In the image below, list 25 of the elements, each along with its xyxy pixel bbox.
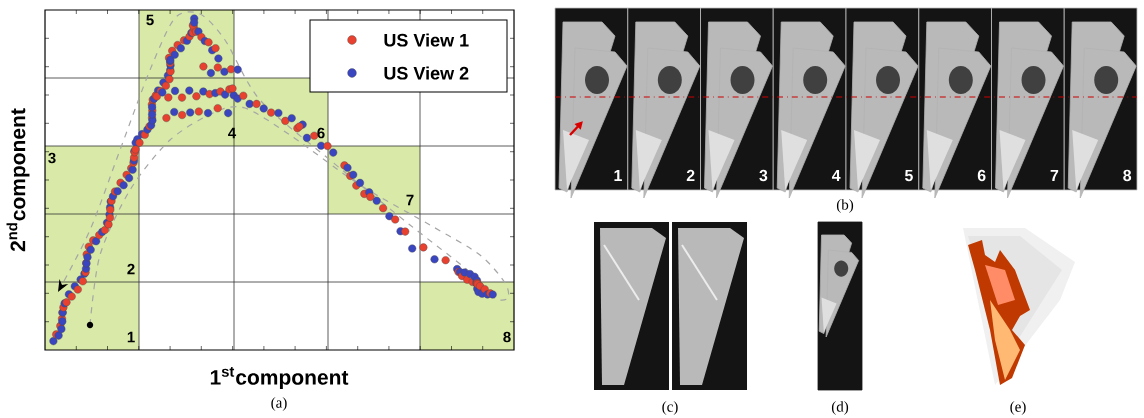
frame-number: 8 (1123, 169, 1132, 182)
panel-caption: (a) (271, 397, 287, 411)
frame-number: 2 (686, 169, 695, 181)
region-number: 5 (146, 14, 154, 26)
axis-label: 1$^{st}$component (210, 367, 349, 389)
panel-caption: (b) (836, 199, 854, 213)
panel-caption: (e) (1010, 401, 1026, 415)
legend-label: US View 1 (384, 33, 469, 47)
region-number: 8 (503, 331, 511, 343)
frame-number: 5 (904, 170, 913, 182)
region-number: 2 (127, 263, 135, 275)
region-number: 7 (406, 194, 414, 206)
frame-number: 3 (759, 169, 768, 182)
frame-number: 1 (614, 170, 622, 181)
region-number: 4 (228, 127, 237, 139)
legend-label: US View 2 (384, 66, 469, 80)
region-number: 3 (48, 152, 56, 164)
panel-caption: (d) (831, 401, 849, 415)
frame-number: 7 (1050, 170, 1059, 181)
panel-caption: (c) (662, 401, 678, 415)
frame-number: 6 (977, 169, 986, 182)
region-number: 1 (127, 331, 135, 343)
axis-label: 2$^{nd}$component (6, 108, 30, 252)
frame-number: 4 (831, 170, 841, 181)
region-number: 6 (317, 127, 325, 139)
